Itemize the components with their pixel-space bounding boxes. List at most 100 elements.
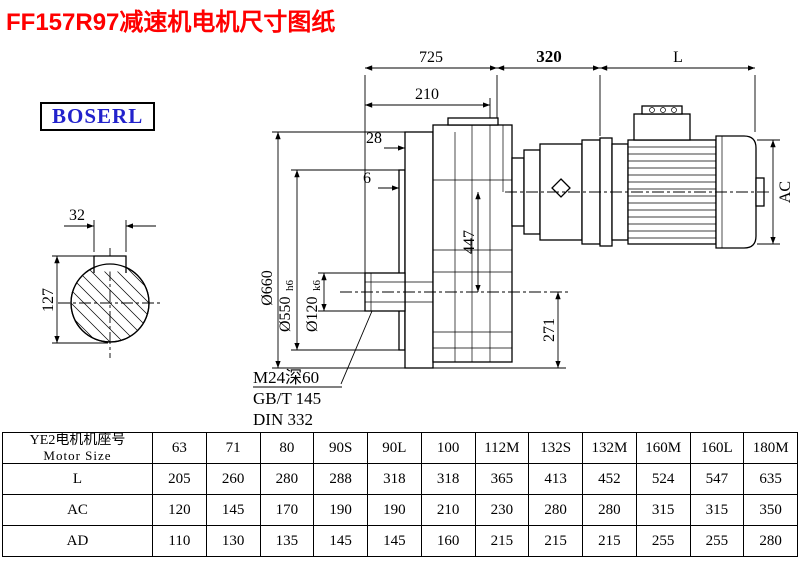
size-cell: 160L (689, 432, 745, 464)
dim-32-label: 32 (69, 207, 85, 224)
value-cell: 145 (205, 494, 261, 526)
header-line1: YE2电机机座号 (29, 433, 126, 449)
dimension-127: 127 (40, 255, 108, 344)
dia-120-tolerance: k6 (311, 280, 323, 292)
value-cell: 365 (474, 463, 530, 495)
note-gbt-label: GB/T 145 (253, 389, 321, 408)
dia-550-label: Ø550 (277, 296, 294, 332)
technical-drawing: 32 127 725 320 L 210 28 6 (40, 47, 794, 429)
keyway-slot (93, 255, 127, 273)
header-line2: Motor Size (43, 448, 112, 463)
dimension-447: 447 (461, 192, 481, 292)
dim-AC-label: AC (777, 181, 794, 203)
table-row-AD: AD 110 130 135 145 145 160 215 215 215 2… (2, 525, 798, 557)
gear-housing (432, 124, 513, 363)
dimension-dia550: Ø550 h6 (277, 169, 399, 351)
dim-271-label: 271 (541, 318, 558, 342)
row-label: AD (2, 525, 153, 557)
value-cell: 413 (528, 463, 583, 495)
dia-120-label: Ø120 (304, 296, 321, 332)
dimension-210: 210 (365, 86, 491, 125)
dimension-dia660: Ø660 (259, 131, 405, 369)
value-cell: 205 (152, 463, 207, 495)
dim-127-label: 127 (40, 288, 57, 312)
boserl-logo: BOSERL (40, 102, 156, 131)
value-cell: 145 (367, 525, 422, 557)
value-cell: 280 (582, 494, 637, 526)
value-cell: 145 (313, 525, 368, 557)
dia-660-label: Ø660 (259, 270, 276, 306)
dim-320-label: 320 (536, 47, 562, 66)
thread-note: M24深60 GB/T 145 DIN 332 (253, 310, 373, 429)
row-label: L (2, 463, 153, 495)
size-cell: 180M (743, 432, 798, 464)
table-header-row: YE2电机机座号 Motor Size 63 71 80 90S 90L 100… (2, 432, 798, 464)
note-din-label: DIN 332 (253, 410, 313, 429)
dimension-271: 271 (433, 292, 566, 369)
dia-550-tolerance: h6 (284, 280, 296, 292)
value-cell: 318 (420, 463, 476, 495)
size-cell: 90L (367, 432, 422, 464)
value-cell: 315 (689, 494, 745, 526)
dim-725-label: 725 (419, 49, 443, 66)
value-cell: 260 (205, 463, 261, 495)
flange-spigot (398, 169, 406, 351)
value-cell: 215 (528, 525, 583, 557)
dim-210-label: 210 (415, 86, 439, 103)
value-cell: 255 (635, 525, 691, 557)
housing-top-step (447, 117, 499, 126)
gearbox-outline (364, 117, 513, 369)
dimension-32: 32 (64, 207, 156, 252)
size-cell: 80 (259, 432, 315, 464)
row-label: AC (2, 494, 153, 526)
mounting-flange (404, 131, 434, 369)
motor-outline (505, 105, 770, 249)
value-cell: 635 (743, 463, 798, 495)
value-cell: 215 (582, 525, 637, 557)
page-title: FF157R97减速机电机尺寸图纸 (6, 9, 336, 36)
value-cell: 130 (205, 525, 261, 557)
motor-size-header-cell: YE2电机机座号 Motor Size (2, 432, 153, 464)
value-cell: 288 (313, 463, 368, 495)
size-cell: 132S (528, 432, 583, 464)
table-row-L: L 205 260 280 288 318 318 365 413 452 52… (2, 463, 798, 495)
value-cell: 318 (367, 463, 422, 495)
size-cell: 112M (474, 432, 530, 464)
value-cell: 110 (152, 525, 207, 557)
value-cell: 215 (474, 525, 530, 557)
value-cell: 160 (420, 525, 476, 557)
motor-size-table: YE2电机机座号 Motor Size 63 71 80 90S 90L 100… (2, 432, 798, 557)
note-thread-label: M24深60 (253, 368, 319, 387)
value-cell: 230 (474, 494, 530, 526)
cooling-fins (628, 146, 716, 239)
value-cell: 190 (313, 494, 368, 526)
value-cell: 452 (582, 463, 637, 495)
size-cell: 90S (313, 432, 368, 464)
size-cell: 100 (420, 432, 476, 464)
dim-447-label: 447 (461, 230, 478, 254)
dimension-dia120: Ø120 k6 (304, 272, 365, 332)
value-cell: 190 (367, 494, 422, 526)
value-cell: 280 (743, 525, 798, 557)
value-cell: 315 (635, 494, 691, 526)
terminal-box (633, 113, 691, 141)
size-cell: 63 (152, 432, 207, 464)
value-cell: 524 (635, 463, 691, 495)
dim-28-label: 28 (366, 130, 382, 147)
brand-diamond-icon (551, 178, 571, 198)
value-cell: 280 (259, 463, 315, 495)
dimension-chain-top: 725 320 L (364, 47, 756, 273)
size-cell: 160M (635, 432, 691, 464)
value-cell: 350 (743, 494, 798, 526)
size-cell: 71 (205, 432, 261, 464)
value-cell: 135 (259, 525, 315, 557)
value-cell: 170 (259, 494, 315, 526)
value-cell: 280 (528, 494, 583, 526)
size-cell: 132M (582, 432, 637, 464)
dim-6-label: 6 (363, 170, 371, 187)
value-cell: 547 (689, 463, 745, 495)
terminal-box-lid (641, 105, 683, 115)
value-cell: 210 (420, 494, 476, 526)
shaft-section-view (58, 248, 162, 358)
